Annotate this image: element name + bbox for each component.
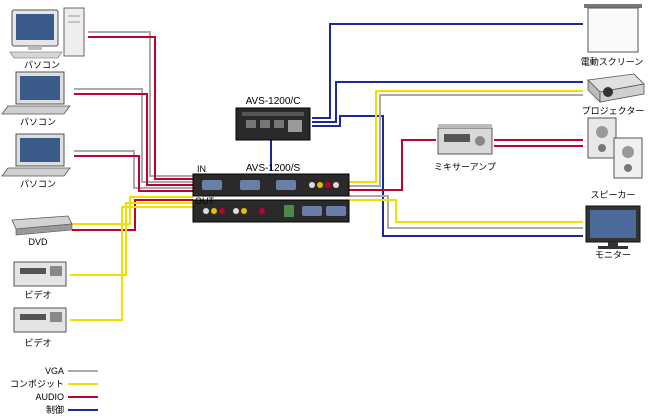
pc2-device [1,71,71,115]
wire-pc3 [74,150,193,192]
wire-out-monitor-vga [349,195,583,229]
wire-video2-composite [70,206,193,321]
label-dvd: DVD [28,237,48,247]
wire-pc2-audio [74,93,193,186]
pc3-device [1,133,71,177]
legend-label-vga: VGA [44,366,64,376]
speaker-device [587,117,643,179]
wire-out-projector-vga [349,94,583,187]
avs-1200c-device [235,107,311,141]
label-port-in: IN [197,164,206,174]
label-pc2: パソコン [19,117,57,127]
wire-pc1 [88,31,193,180]
wire-control-monitor [312,115,583,237]
label-monitor: モニター [594,250,632,260]
wire-pc2-vga [74,88,193,183]
pc1-device [9,7,85,59]
wire-pc1-vga [88,31,193,177]
wire-out-monitor-composite [349,199,583,223]
wire-out-projector-composite [349,90,583,183]
projector-device [587,73,645,103]
wire-pc2 [74,88,193,186]
avs-1200s-in-panel [192,173,350,197]
screen-device [584,4,642,53]
video1-device [13,261,67,287]
wire-out-amp-audio [349,139,436,191]
legend-label-composite: コンポジット [9,379,64,389]
label-amp: ミキサーアンプ [433,162,497,172]
label-speaker: スピーカー [590,190,636,200]
label-video2: ビデオ [24,338,52,348]
wire-dvd-audio [72,199,193,231]
amp-device [437,124,493,155]
legend-label-control: 制御 [45,405,64,415]
avs-1200s-out-panel [192,199,350,223]
label-pc1: パソコン [23,60,61,70]
legend-label-audio: AUDIO [35,392,64,402]
wire-dvd-composite [72,196,193,225]
wire-dvd [72,196,193,231]
legend-lines [68,370,98,411]
wire-pc3-audio [74,155,193,192]
video2-device [13,307,67,333]
dvd-device [11,215,73,236]
label-port-out: OUT [195,196,214,206]
label-pc3: パソコン [19,179,57,189]
wire-pc3-vga [74,150,193,189]
wire-video1-composite [70,202,193,276]
label-avs-1200c: AVS-1200/C [245,96,301,107]
wire-pc1-audio [88,36,193,180]
label-projector: プロジェクター [581,106,645,116]
label-video1: ビデオ [24,290,52,300]
monitor-device [585,205,641,249]
label-avs-1200s: AVS-1200/S [245,163,301,174]
wire-control-screen [312,23,583,119]
wire-control-projector [312,81,583,123]
label-screen: 電動スクリーン [580,57,644,67]
